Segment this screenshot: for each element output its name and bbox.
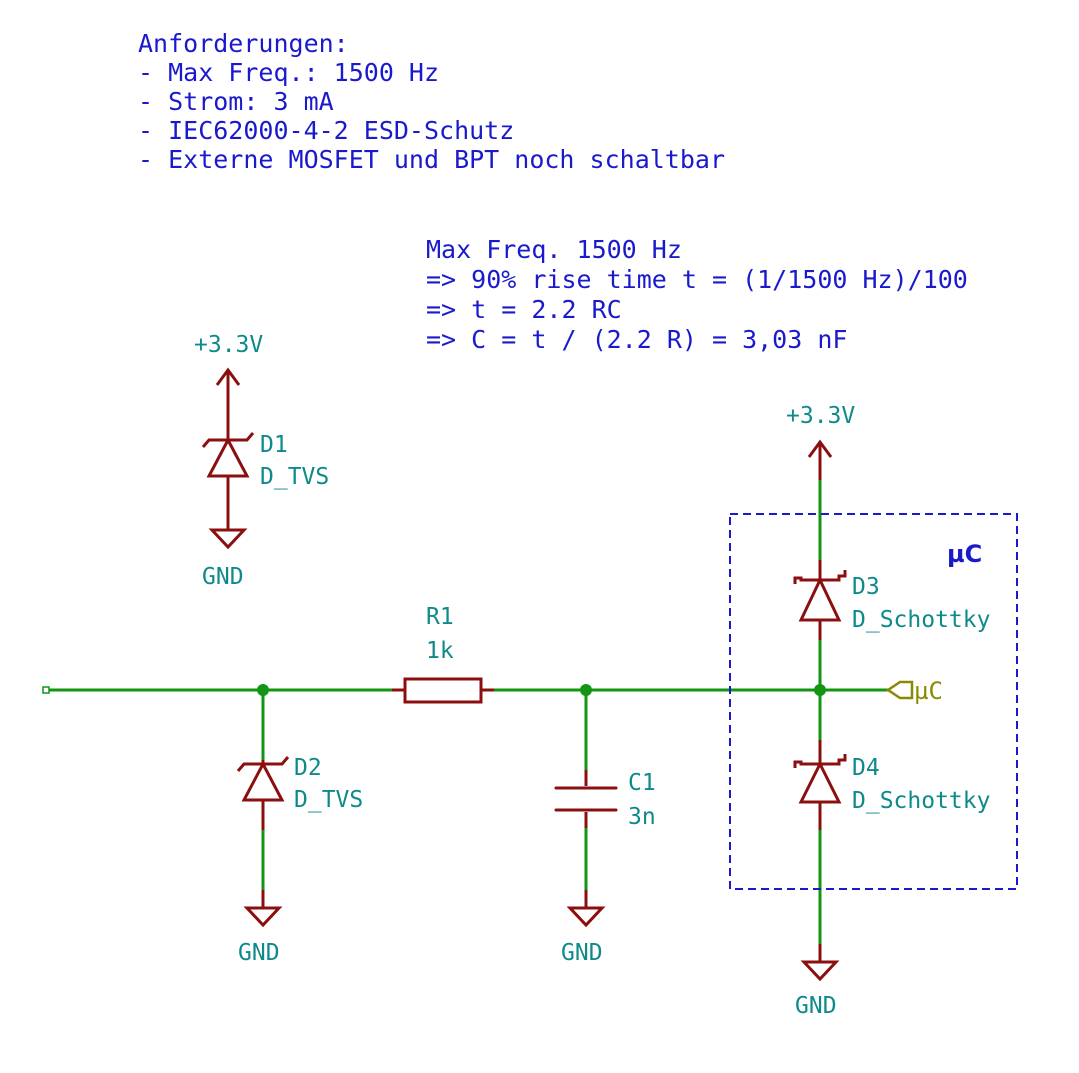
vcc-symbol-right[interactable]: +3.3V — [786, 403, 855, 480]
protection-box-title: µC — [947, 540, 982, 568]
diode-d4[interactable]: D4 D_Schottky — [793, 740, 990, 830]
d1-ref: D1 — [260, 432, 288, 458]
requirements-line: - Externe MOSFET und BPT noch schaltbar — [138, 145, 725, 174]
calculation-line: => C = t / (2.2 R) = 3,03 nF — [426, 325, 847, 354]
vcc-symbol-left[interactable]: +3.3V — [194, 332, 263, 440]
c1-value: 3n — [628, 804, 656, 830]
input-connector[interactable] — [42, 686, 50, 694]
d2-value: D_TVS — [294, 787, 363, 813]
net-label-text: µC — [914, 677, 943, 705]
gnd-label-d4: GND — [795, 993, 837, 1019]
diode-d1[interactable]: D1 D_TVS — [201, 432, 329, 530]
r1-ref: R1 — [426, 604, 454, 630]
junctions — [257, 684, 826, 696]
d3-value: D_Schottky — [852, 607, 990, 633]
protection-box: µC — [729, 513, 1018, 890]
calculation-note: Max Freq. 1500 Hz => 90% rise time t = (… — [426, 235, 968, 354]
d4-ref: D4 — [852, 755, 880, 781]
gnd-label-d1: GND — [202, 564, 244, 590]
requirements-line: - Strom: 3 mA — [138, 87, 334, 116]
requirements-line: Anforderungen: — [138, 29, 349, 58]
net-label-uc[interactable]: µC — [885, 677, 943, 705]
requirements-note: Anforderungen: - Max Freq.: 1500 Hz - St… — [138, 29, 725, 174]
junction-c1 — [580, 684, 592, 696]
gnd-label-d2: GND — [238, 940, 280, 966]
gnd-symbol-d4[interactable]: GND — [795, 944, 840, 1019]
calculation-line: Max Freq. 1500 Hz — [426, 235, 682, 264]
requirements-line: - IEC62000-4-2 ESD-Schutz — [138, 116, 514, 145]
c1-ref: C1 — [628, 770, 656, 796]
capacitor-c1[interactable]: C1 3n — [554, 770, 656, 830]
junction-diodes — [814, 684, 826, 696]
r1-value: 1k — [426, 638, 454, 664]
junction-d2 — [257, 684, 269, 696]
diode-d2[interactable]: D2 D_TVS — [236, 755, 363, 830]
gnd-symbol-d1[interactable]: GND — [202, 528, 248, 590]
d2-ref: D2 — [294, 755, 322, 781]
d3-ref: D3 — [852, 574, 880, 600]
vcc-label-left: +3.3V — [194, 332, 263, 358]
gnd-symbol-d2[interactable]: GND — [238, 890, 283, 966]
requirements-line: - Max Freq.: 1500 Hz — [138, 58, 439, 87]
gnd-symbol-c1[interactable]: GND — [561, 890, 606, 966]
d4-value: D_Schottky — [852, 788, 990, 814]
resistor-r1[interactable]: R1 1k — [392, 604, 494, 704]
gnd-label-c1: GND — [561, 940, 603, 966]
calculation-line: => t = 2.2 RC — [426, 295, 622, 324]
d1-value: D_TVS — [260, 464, 329, 490]
diode-d3[interactable]: D3 D_Schottky — [793, 560, 990, 640]
calculation-line: => 90% rise time t = (1/1500 Hz)/100 — [426, 265, 968, 294]
vcc-label-right: +3.3V — [786, 403, 855, 429]
